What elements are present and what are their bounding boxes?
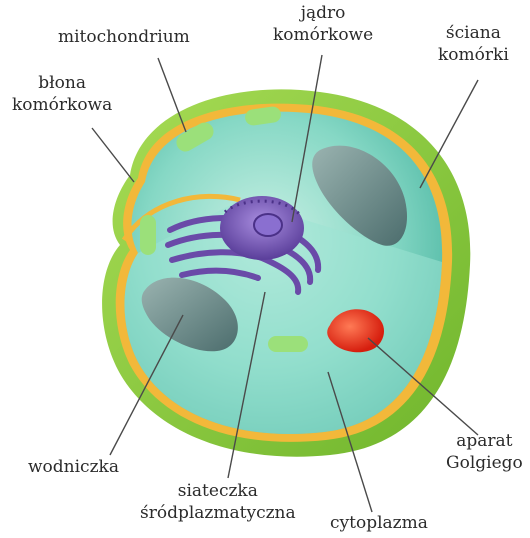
label-jadro-komorkowe: jądro komórkowe [273,2,373,46]
label-golgi-line2: Golgiego [446,452,523,474]
mitochondrion-3 [140,215,156,255]
label-mitochondrium-text: mitochondrium [58,26,190,48]
label-blona-line2: komórkowa [12,94,112,116]
label-siateczka-line1: siateczka [140,480,296,502]
label-aparat-golgiego: aparat Golgiego [446,430,523,474]
label-mitochondrium: mitochondrium [58,26,190,48]
label-cytoplazma-text: cytoplazma [330,512,428,534]
label-wodniczka-text: wodniczka [28,456,119,478]
label-siateczka: siateczka śródplazmatyczna [140,480,296,524]
label-jadro-line1: jądro [273,2,373,24]
label-jadro-line2: komórkowe [273,24,373,46]
label-siateczka-line2: śródplazmatyczna [140,502,296,524]
label-wodniczka: wodniczka [28,456,119,478]
label-sciana-line1: ściana [438,22,509,44]
label-cytoplazma: cytoplazma [330,512,428,534]
label-sciana-komorki: ściana komórki [438,22,509,66]
mitochondrion-4 [268,336,308,352]
label-blona-komorkowa: błona komórkowa [12,72,112,116]
label-sciana-line2: komórki [438,44,509,66]
label-golgi-line1: aparat [446,430,523,452]
nucleolus [254,214,282,236]
label-blona-line1: błona [12,72,112,94]
leader-blona [92,128,134,182]
